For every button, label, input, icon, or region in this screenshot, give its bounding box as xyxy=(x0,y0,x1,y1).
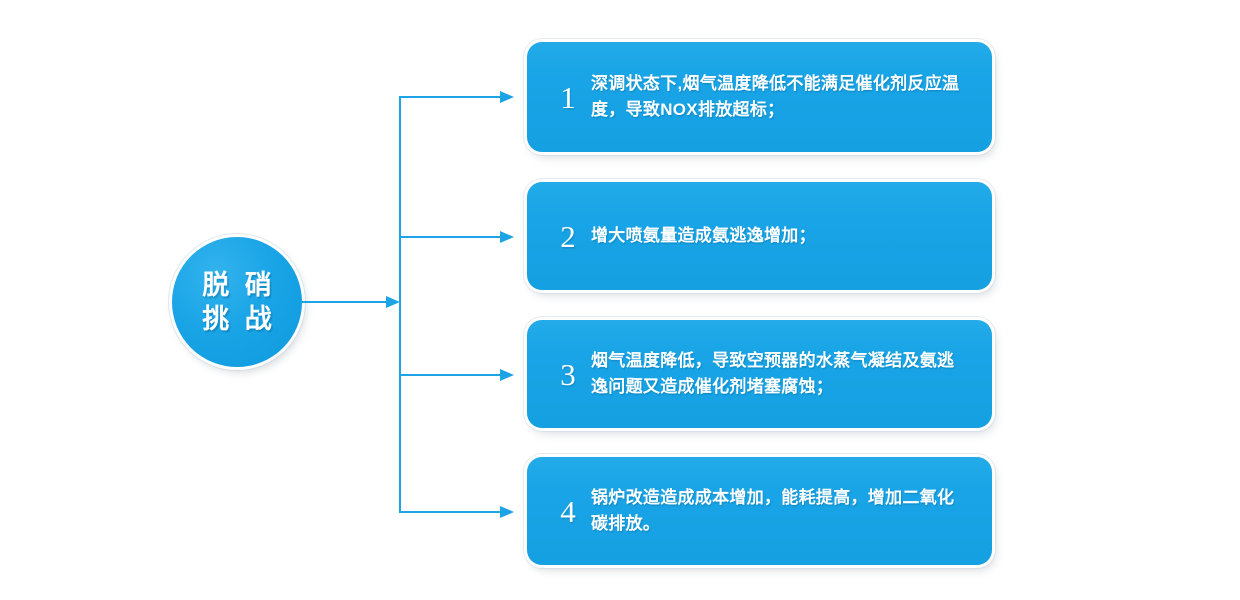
challenge-item-4-text: 锅炉改造造成成本增加，能耗提高，增加二氧化碳排放。 xyxy=(591,487,955,533)
challenge-item-2-number: 2 xyxy=(560,218,576,254)
hub-node-denitrification-challenge[interactable]: 脱 硝 挑 战 xyxy=(172,237,302,367)
challenge-item-1-number: 1 xyxy=(560,79,576,115)
connector-branch-2-arrowhead xyxy=(500,231,514,243)
connector-branch-4 xyxy=(399,511,500,513)
connector-branch-3-arrowhead xyxy=(500,369,514,381)
connector-branch-2 xyxy=(399,236,500,238)
connector-hub-stem-arrowhead xyxy=(386,296,400,308)
challenge-item-3-text: 烟气温度降低，导致空预器的水蒸气凝结及氨逃逸问题又造成催化剂堵塞腐蚀； xyxy=(591,350,955,396)
challenge-item-4[interactable]: 4 锅炉改造造成成本增加，能耗提高，增加二氧化碳排放。 xyxy=(527,457,992,565)
challenge-item-1-text: 深调状态下,烟气温度降低不能满足催化剂反应温度，导致NOX排放超标； xyxy=(591,73,960,119)
connector-branch-3 xyxy=(399,374,500,376)
challenge-item-3[interactable]: 3 烟气温度降低，导致空预器的水蒸气凝结及氨逃逸问题又造成催化剂堵塞腐蚀； xyxy=(527,320,992,428)
connector-hub-stem xyxy=(302,301,386,303)
connector-branch-1 xyxy=(399,96,500,98)
challenge-item-2-text: 增大喷氨量造成氨逃逸增加； xyxy=(591,225,816,245)
challenge-item-1[interactable]: 1 深调状态下,烟气温度降低不能满足催化剂反应温度，导致NOX排放超标； xyxy=(527,42,992,152)
connector-branch-1-arrowhead xyxy=(500,91,514,103)
challenge-item-3-number: 3 xyxy=(560,356,576,392)
challenge-item-2[interactable]: 2 增大喷氨量造成氨逃逸增加； xyxy=(527,182,992,290)
challenge-item-4-number: 4 xyxy=(560,493,576,529)
connector-branch-4-arrowhead xyxy=(500,506,514,518)
connector-spine xyxy=(399,96,401,513)
hub-label-line-1: 脱 硝 xyxy=(202,269,276,300)
hub-label-line-2: 挑 战 xyxy=(202,304,276,334)
